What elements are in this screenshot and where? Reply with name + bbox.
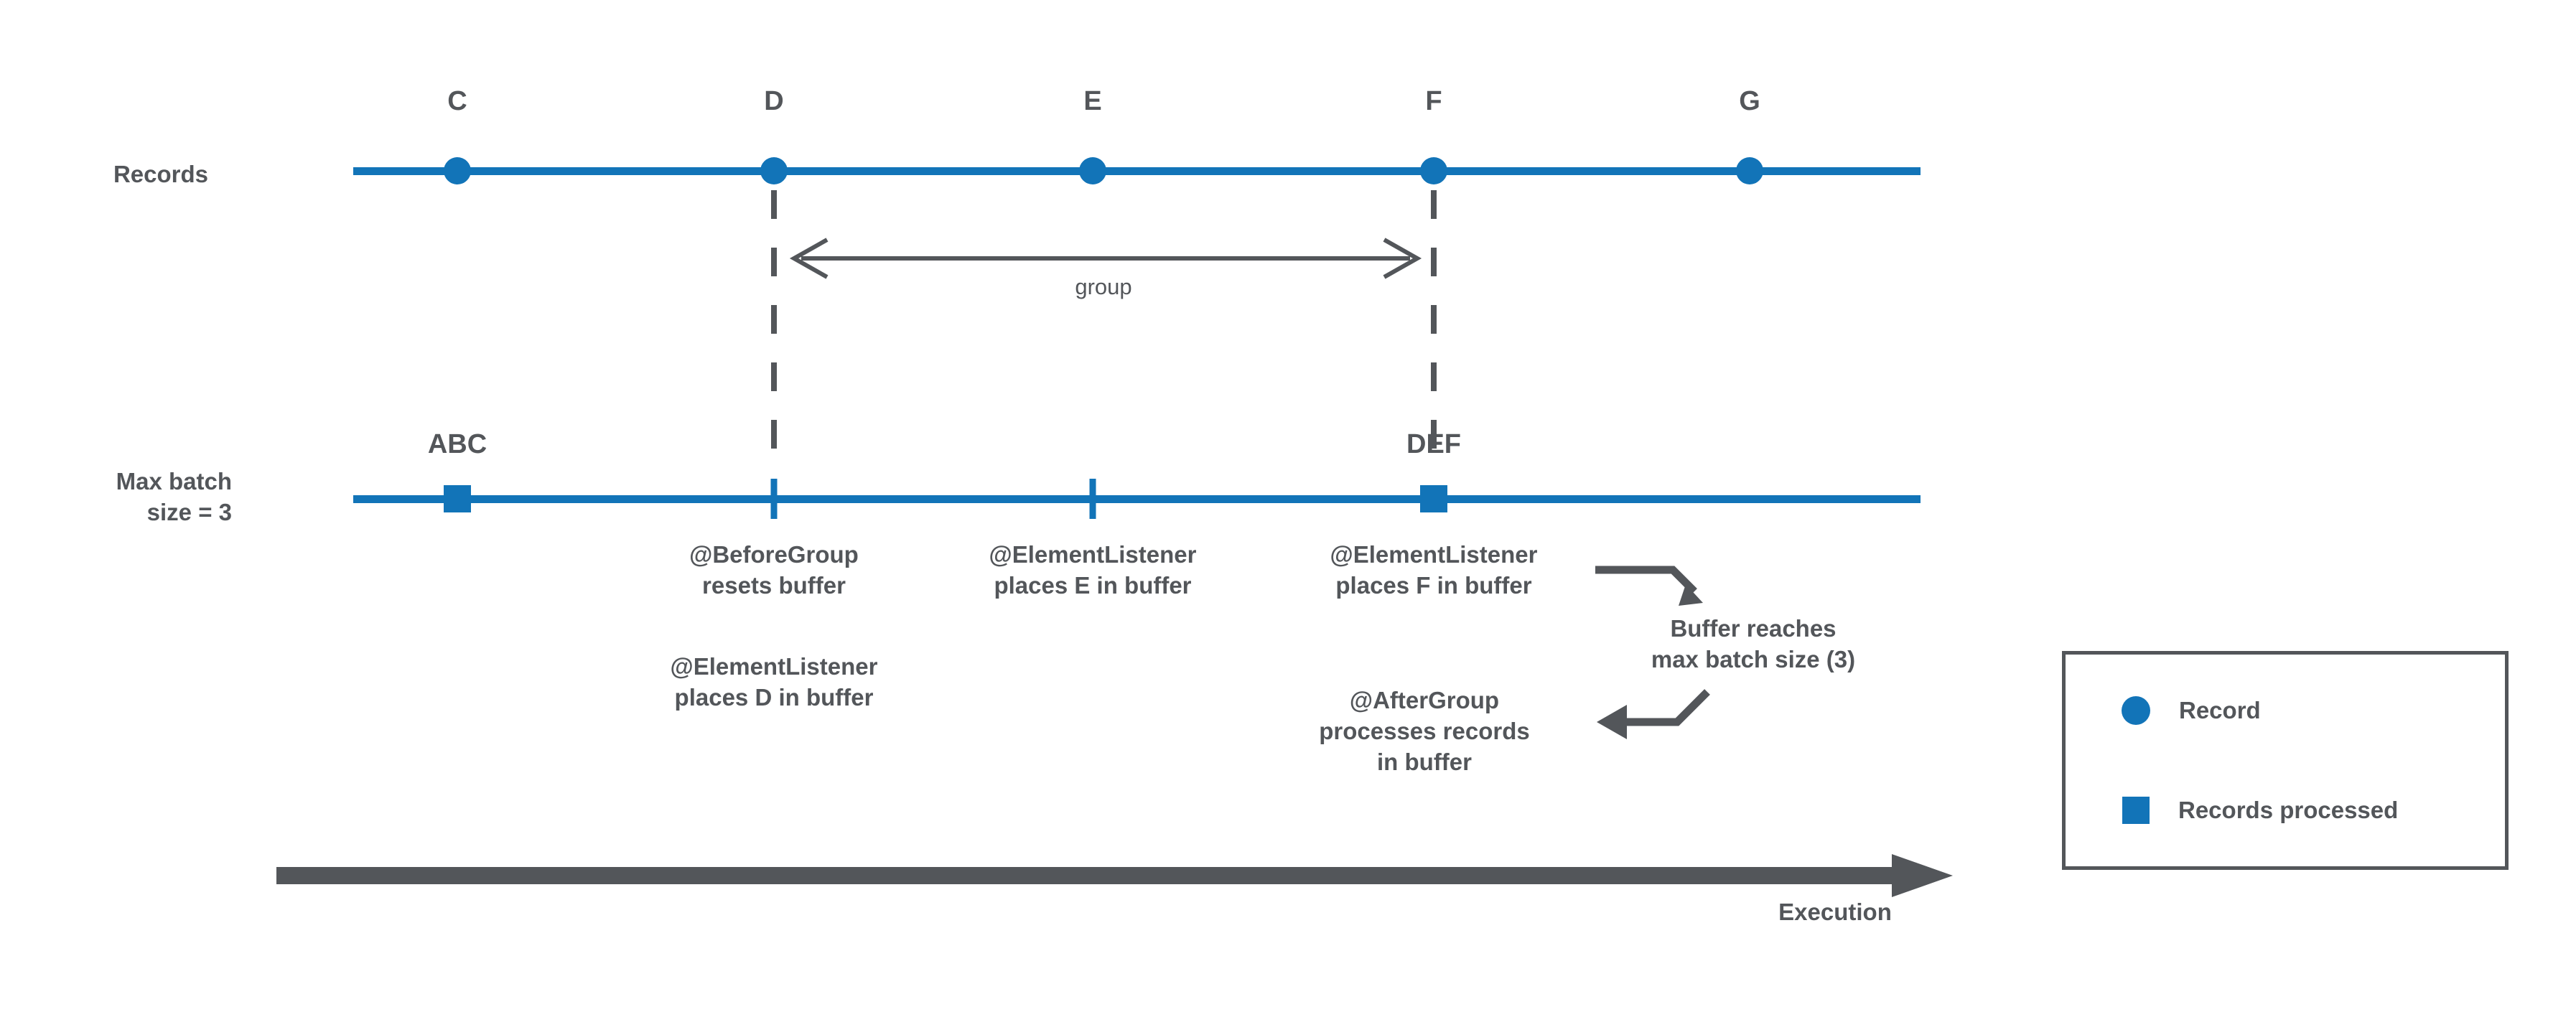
record-letter-c: C [447, 86, 467, 116]
annotation-after-group: @AfterGroup processes records in buffer [1319, 685, 1530, 778]
record-letter-e: E [1083, 86, 1102, 116]
annotation-after-group-line3: in buffer [1377, 748, 1472, 775]
execution-arrow [276, 854, 1953, 897]
buffer-reaches-note-line2: max batch size (3) [1651, 645, 1856, 672]
group-span-label: group [1075, 274, 1132, 299]
batch-label-def: DEF [1406, 429, 1461, 459]
annotation-element-listener-f: @ElementListener places F in buffer [1330, 540, 1538, 601]
record-dot-c [444, 157, 471, 184]
batch-label-abc: ABC [427, 429, 487, 459]
batch-tick-e [1089, 479, 1096, 519]
record-circle-icon [2122, 696, 2150, 725]
record-dot-f [1420, 157, 1447, 184]
record-dot-d [760, 157, 788, 184]
annotation-element-listener-e-line2: places E in buffer [994, 571, 1192, 599]
record-letter-f: F [1425, 86, 1442, 116]
max-batch-axis-label-line2: size = 3 [146, 498, 232, 525]
annotation-element-listener-f-line2: places F in buffer [1335, 571, 1532, 599]
record-dot-e [1079, 157, 1106, 184]
annotation-after-group-line2: processes records [1319, 717, 1530, 744]
annotation-before-group-line1: @BeforeGroup [689, 541, 859, 568]
annotation-after-group-line1: @AfterGroup [1349, 687, 1500, 713]
legend-item-records-processed-label: Records processed [2178, 797, 2399, 823]
record-letter-g: G [1739, 86, 1760, 116]
annotation-before-group-line2: resets buffer [702, 571, 846, 599]
buffer-reaches-note-line1: Buffer reaches [1670, 615, 1837, 642]
group-start-dashed-line [771, 190, 777, 477]
buffer-reaches-arrow-in [1595, 566, 1703, 606]
records-axis-label: Records [113, 161, 208, 187]
annotation-element-listener-e-line1: @ElementListener [989, 541, 1197, 568]
records-track-line [353, 167, 1921, 175]
batch-tick-d [770, 479, 778, 519]
max-batch-axis-label-line1: Max batch [116, 468, 232, 495]
batch-track-line [353, 495, 1921, 503]
batch-marker-abc [444, 485, 471, 512]
record-dot-g [1736, 157, 1763, 184]
annotation-element-listener-d-line1: @ElementListener [670, 653, 878, 680]
records-processed-square-icon [2122, 797, 2150, 824]
annotation-element-listener-e: @ElementListener places E in buffer [989, 540, 1197, 601]
annotation-element-listener-d-line2: places D in buffer [674, 683, 874, 711]
annotation-before-group: @BeforeGroup resets buffer [689, 540, 859, 601]
legend-item-records-processed: Records processed [2122, 797, 2398, 824]
annotation-element-listener-d: @ElementListener places D in buffer [671, 652, 878, 713]
legend-item-record-label: Record [2179, 697, 2261, 723]
buffer-reaches-note: Buffer reaches max batch size (3) [1651, 614, 1855, 675]
legend-item-record: Record [2122, 696, 2261, 725]
execution-label: Execution [1778, 899, 1892, 925]
max-batch-axis-label: Max batch size = 3 [0, 467, 232, 528]
group-span-arrow [789, 238, 1422, 279]
batch-marker-def [1420, 485, 1447, 512]
after-group-arrow-out [1597, 689, 1710, 739]
annotation-element-listener-f-line1: @ElementListener [1330, 541, 1538, 568]
record-letter-d: D [764, 86, 784, 116]
legend-box: Record Records processed [2062, 651, 2509, 870]
group-end-dashed-line [1431, 190, 1437, 477]
